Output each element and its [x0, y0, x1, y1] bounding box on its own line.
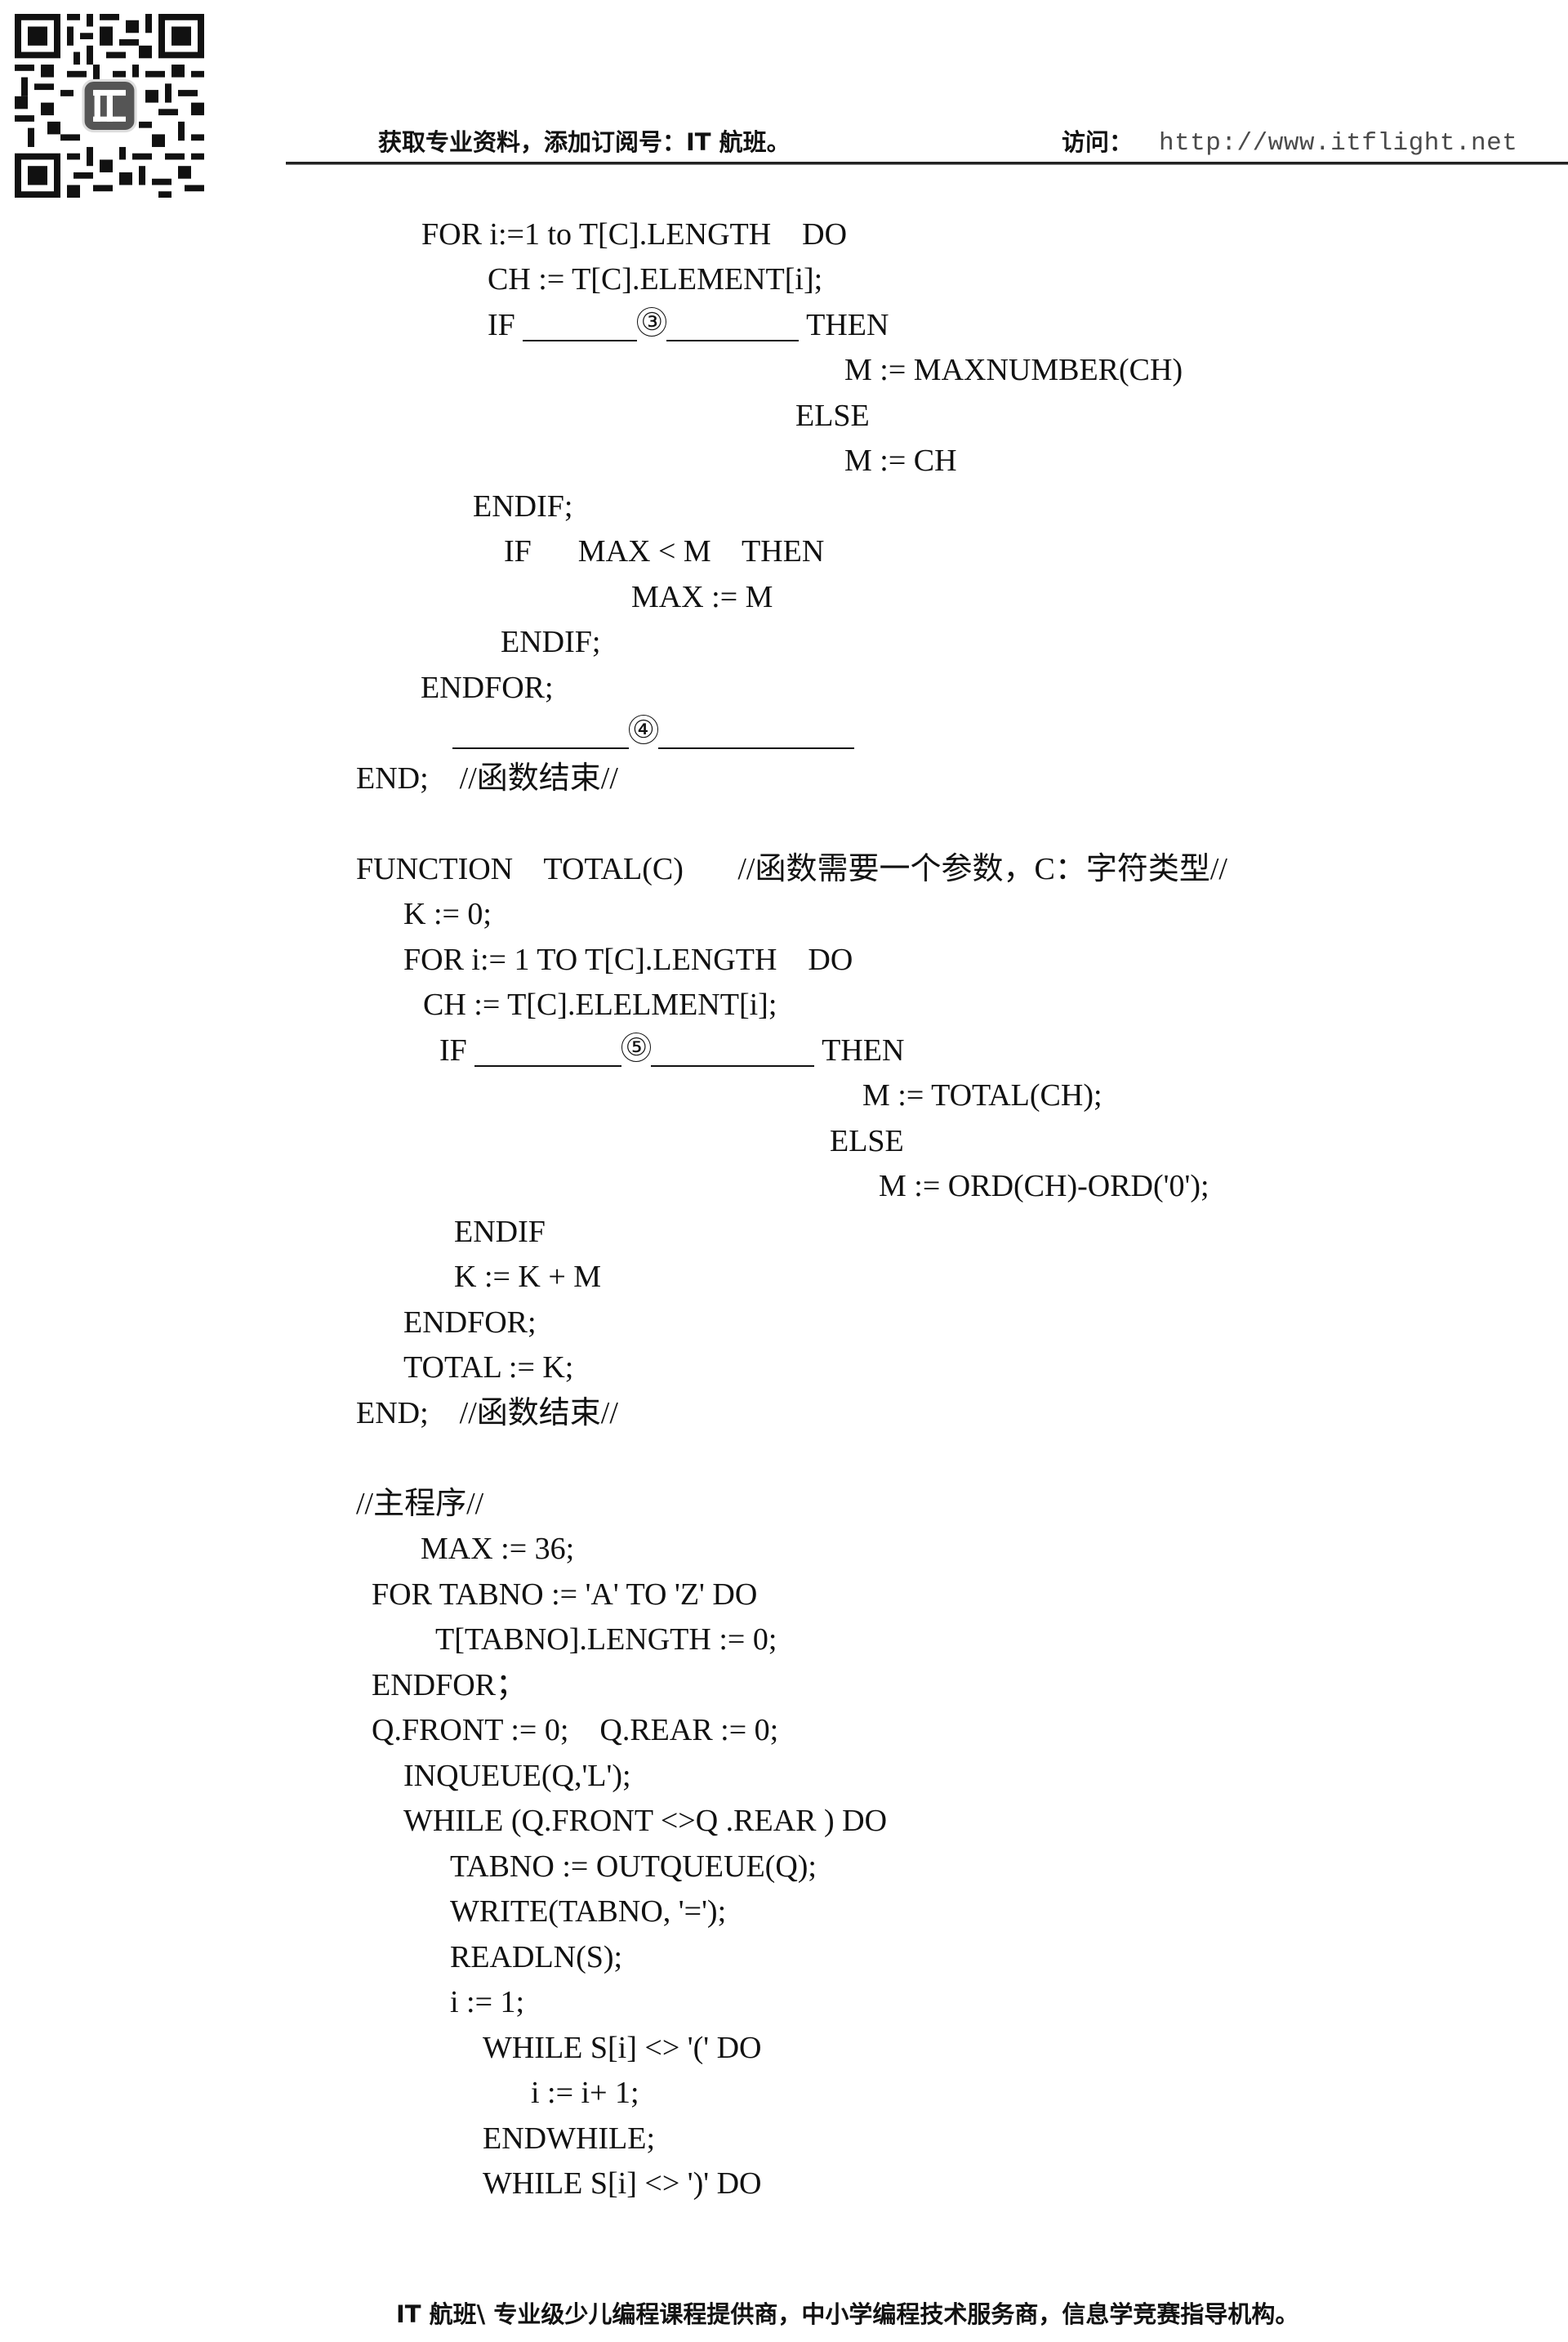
code-line: TABNO := OUTQUEUE(Q);: [450, 1849, 817, 1884]
code-line: ENDFOR；: [372, 1668, 528, 1702]
code-line: MAX := 36;: [421, 1532, 575, 1566]
answer-blank-3a[interactable]: [523, 302, 638, 341]
header-visit-label: 访问：: [1062, 128, 1134, 156]
answer-blank-5b[interactable]: [651, 1028, 815, 1067]
code-line: ENDFOR;: [403, 1305, 537, 1340]
code-line: M := MAXNUMBER(CH): [844, 353, 1183, 387]
blank-marker-4: ④: [629, 715, 658, 744]
code-line: READLN(S);: [450, 1940, 623, 1974]
header-url-link[interactable]: http://www.itflight.net: [1159, 129, 1518, 158]
answer-blank-5a[interactable]: [474, 1028, 622, 1067]
code-line-end-comment: END; //函数结束//: [356, 1396, 618, 1430]
code-keyword-if: IF: [488, 308, 523, 342]
code-keyword-then: THEN: [814, 1033, 905, 1068]
code-line: WHILE S[i] <> '(' DO: [483, 2031, 762, 2065]
code-line: T[TABNO].LENGTH := 0;: [435, 1622, 777, 1657]
code-line: i := 1;: [450, 1985, 525, 2019]
code-keyword-then: THEN: [799, 308, 889, 342]
answer-blank-4b[interactable]: [658, 710, 854, 749]
answer-blank-4a[interactable]: [452, 710, 629, 749]
code-line: M := TOTAL(CH);: [862, 1078, 1102, 1113]
code-line-blank-5: IF ⑤ THEN: [439, 1028, 904, 1073]
code-line: TOTAL := K;: [403, 1350, 574, 1385]
code-line: ENDIF: [454, 1215, 546, 1249]
code-line: i := i+ 1;: [531, 2076, 639, 2110]
code-line: WHILE S[i] <> ')' DO: [483, 2166, 762, 2201]
code-line: FOR i:= 1 TO T[C].LENGTH DO: [403, 943, 853, 977]
code-line: M := CH: [844, 444, 957, 478]
footer-slogan: IT 航班\ 专业级少儿编程课程提供商，中小学编程技术服务商，信息学竞赛指导机构…: [396, 2300, 1299, 2328]
code-line: ELSE: [830, 1124, 904, 1158]
code-line: MAX := M: [631, 580, 773, 614]
code-line: ELSE: [795, 399, 870, 433]
code-line-end-comment: END; //函数结束//: [356, 761, 618, 796]
code-line: WRITE(TABNO, '=');: [450, 1894, 727, 1929]
code-line: Q.FRONT := 0; Q.REAR := 0;: [372, 1713, 779, 1747]
blank-marker-5: ⑤: [621, 1033, 652, 1062]
code-line: FOR TABNO := 'A' TO 'Z' DO: [372, 1577, 758, 1612]
code-line: WHILE (Q.FRONT <>Q .REAR ) DO: [403, 1804, 888, 1838]
code-line: M := ORD(CH)-ORD('0');: [879, 1169, 1209, 1203]
code-line: IF MAX < M THEN: [504, 534, 825, 569]
code-line: K := K + M: [454, 1260, 602, 1294]
code-line: K := 0;: [403, 897, 492, 931]
code-line-blank-3: IF ③ THEN: [488, 302, 889, 348]
header-divider: [286, 162, 1568, 165]
code-line: ENDIF;: [473, 489, 573, 524]
qr-code-image: [15, 14, 204, 198]
answer-blank-3b[interactable]: [666, 302, 800, 341]
code-comment-main-program: //主程序//: [356, 1487, 484, 1521]
header-subscribe-text: 获取专业资料，添加订阅号：IT 航班。: [378, 128, 791, 156]
code-line: ENDFOR;: [421, 671, 554, 705]
code-line: FOR i:=1 to T[C].LENGTH DO: [421, 217, 848, 252]
code-line: ENDIF;: [501, 625, 601, 659]
code-line: CH := T[C].ELELMENT[i];: [423, 988, 777, 1022]
code-line-blank-4: ④: [452, 710, 854, 756]
code-line-function-header: FUNCTION TOTAL(C) //函数需要一个参数，C：字符类型//: [356, 852, 1227, 886]
code-line: ENDWHILE;: [483, 2121, 656, 2156]
code-line: INQUEUE(Q,'L');: [403, 1759, 631, 1793]
code-keyword-if: IF: [439, 1033, 475, 1068]
blank-marker-3: ③: [637, 307, 667, 337]
code-line: CH := T[C].ELEMENT[i];: [488, 262, 823, 297]
